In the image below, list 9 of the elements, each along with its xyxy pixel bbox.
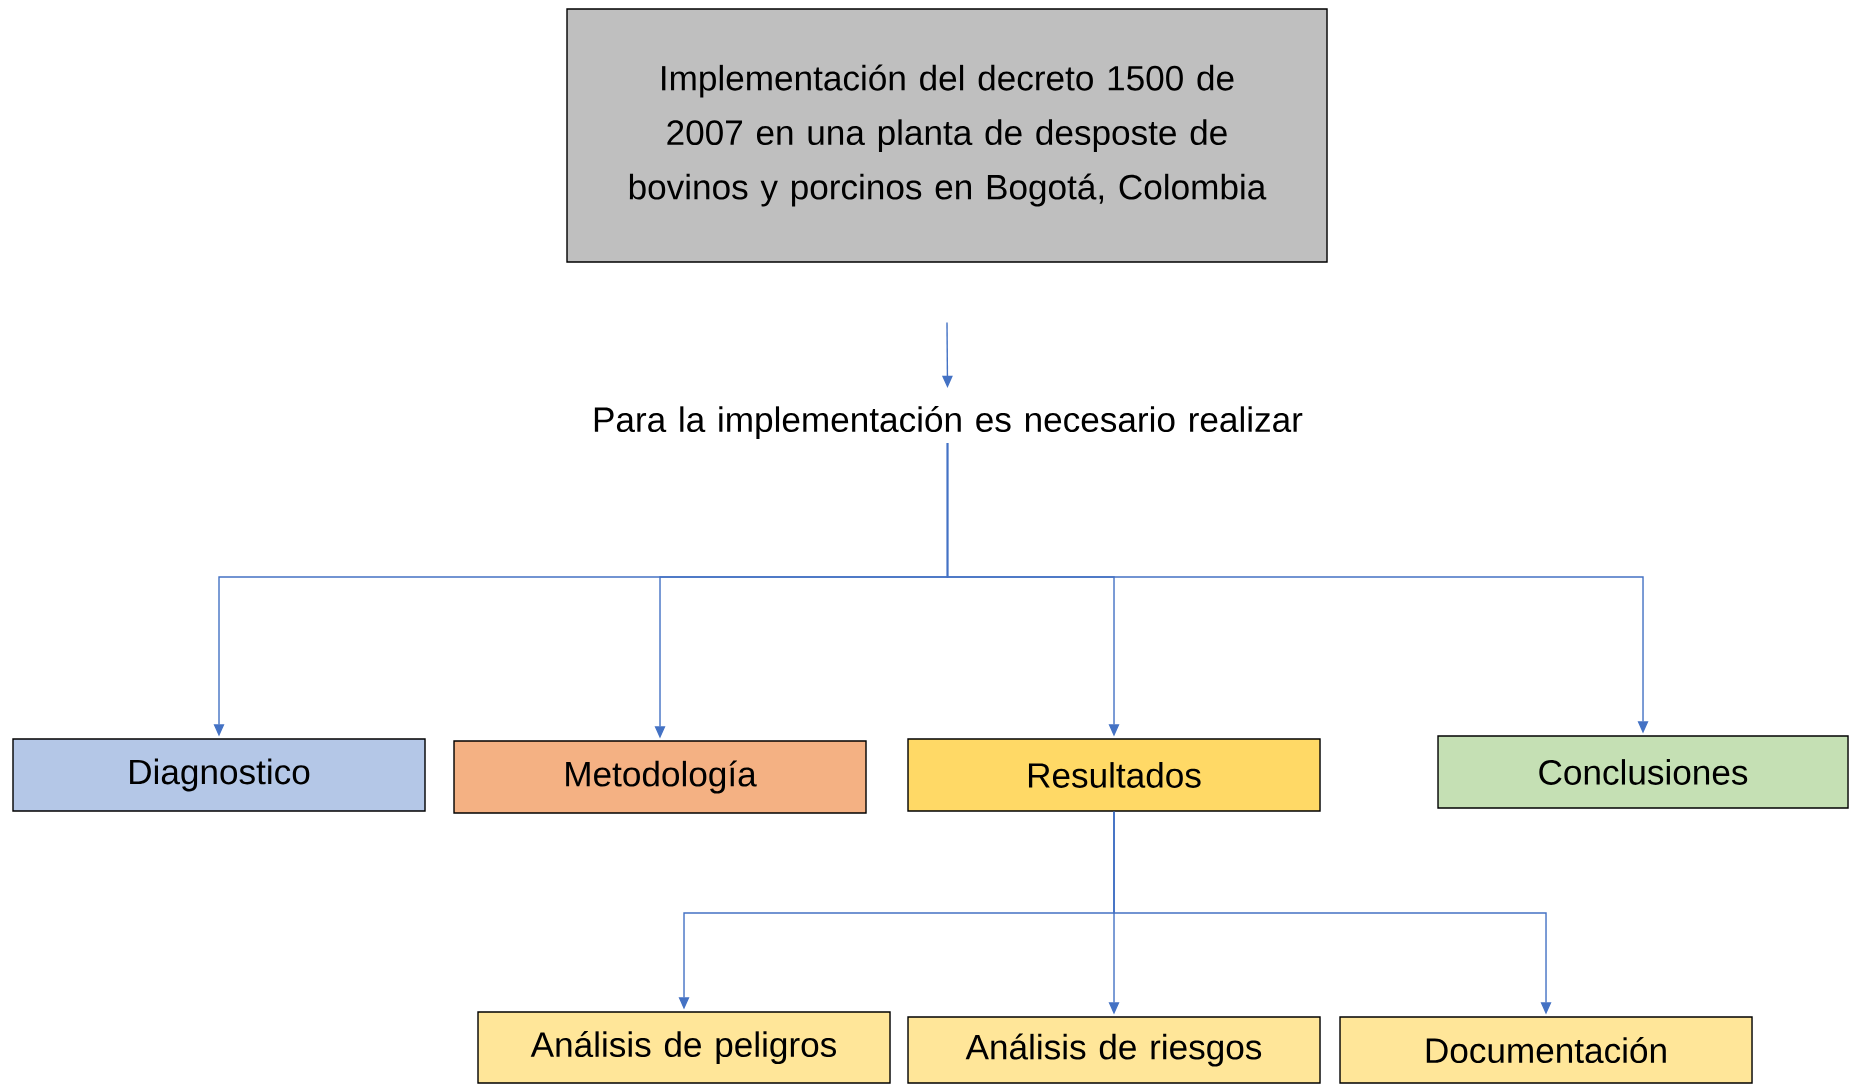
process-box: Análisis de riesgos xyxy=(907,1016,1321,1084)
process-box: Diagnostico xyxy=(12,738,426,812)
process-box: Documentación xyxy=(1339,1016,1753,1084)
process-box: Metodología xyxy=(453,740,867,814)
process-box: Resultados xyxy=(907,738,1321,812)
process-box: Análisis de peligros xyxy=(477,1011,891,1084)
bare-text: Para la implementación es necesario realizar xyxy=(594,405,1303,440)
title-box: Implementación del decreto 1500 de 2007 en una planta de desposte de bovinos y porcinos en Bogotá, Colombia xyxy=(566,8,1328,263)
process-box: Conclusiones xyxy=(1437,735,1849,809)
